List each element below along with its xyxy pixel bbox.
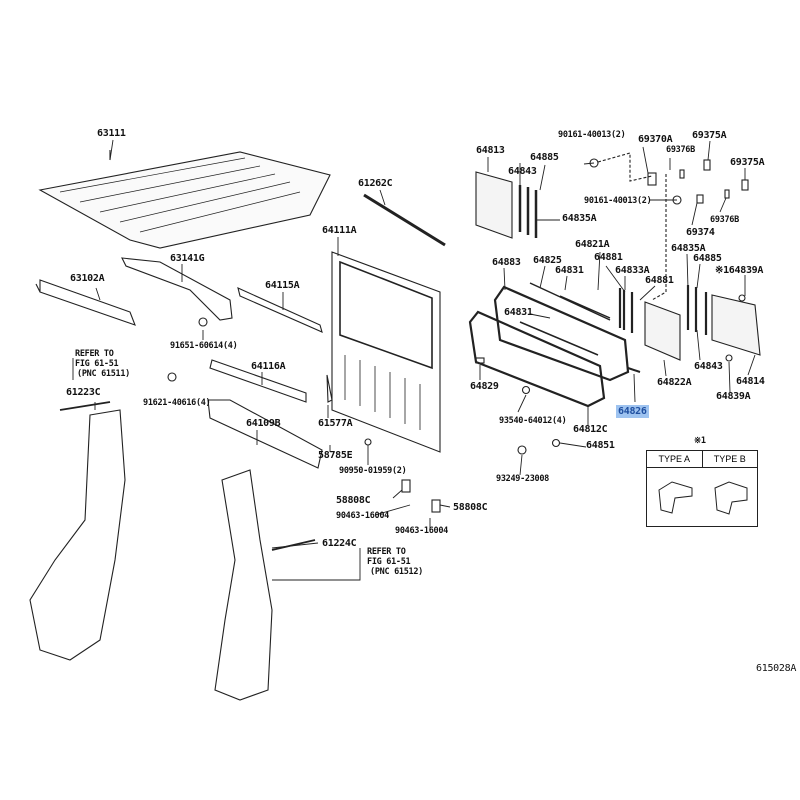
label-63102A[interactable]: 63102A — [70, 273, 105, 284]
refer-left-line2: FIG 61-51 — [75, 359, 119, 369]
label-64826-selected[interactable]: 64826 — [616, 405, 649, 418]
bracket-part[interactable] — [326, 374, 333, 403]
bolt-a-icon — [198, 317, 208, 327]
upper-rail-2-part[interactable] — [209, 359, 307, 403]
roof-part[interactable] — [38, 150, 331, 249]
bolt-b-icon — [167, 372, 177, 382]
label-61262C[interactable]: 61262C — [358, 178, 393, 189]
type-a-clip-icon — [658, 481, 693, 514]
hinge-right-icon — [431, 499, 441, 513]
label-58808C-right[interactable]: 58808C — [453, 502, 488, 513]
label-64835A-left[interactable]: 64835A — [562, 213, 597, 224]
back-panel-part[interactable] — [331, 251, 441, 453]
label-64881-1[interactable]: 64881 — [594, 252, 623, 263]
plug-icon — [364, 438, 372, 446]
refer-right-line2: FIG 61-51 — [367, 557, 411, 567]
label-69376B-1[interactable]: 69376B — [666, 145, 695, 155]
pillar-left-part[interactable] — [29, 401, 126, 661]
label-64812C[interactable]: 64812C — [573, 424, 608, 435]
type-variant-icons — [658, 481, 748, 515]
label-90161-40013-top[interactable]: 90161-40013(2) — [558, 130, 626, 140]
refer-left-line3[interactable]: (PNC 61511) — [77, 369, 130, 379]
type-variants-box: TYPE A TYPE B — [646, 450, 758, 527]
label-69375A-2[interactable]: 69375A — [730, 157, 765, 168]
type-b-label: TYPE B — [701, 451, 758, 467]
label-64115A[interactable]: 64115A — [265, 280, 300, 291]
label-64881-2[interactable]: 64881 — [645, 275, 674, 286]
leader-lines — [72, 139, 756, 581]
refer-right-line1: REFER TO — [367, 547, 406, 557]
label-64822A[interactable]: 64822A — [657, 377, 692, 388]
label-64843-left[interactable]: 64843 — [508, 166, 537, 177]
label-64843-right[interactable]: 64843 — [694, 361, 723, 372]
label-69375A-1[interactable]: 69375A — [692, 130, 727, 141]
label-69374[interactable]: 69374 — [686, 227, 715, 238]
label-91651-60614[interactable]: 91651-60614(4) — [170, 341, 238, 351]
label-64851[interactable]: 64851 — [586, 440, 615, 451]
label-63141G[interactable]: 63141G — [170, 253, 205, 264]
label-63111[interactable]: 63111 — [97, 128, 126, 139]
label-69370A[interactable]: 69370A — [638, 134, 673, 145]
label-69376B-2[interactable]: 69376B — [710, 215, 739, 225]
refer-left-line1: REFER TO — [75, 349, 114, 359]
label-58808C-left[interactable]: 58808C — [336, 495, 371, 506]
diagram-id: 615028A — [756, 663, 797, 674]
label-64833A[interactable]: 64833A — [615, 265, 650, 276]
label-58785E[interactable]: 58785E — [318, 450, 353, 461]
label-91621-40616[interactable]: 91621-40616(4) — [143, 398, 211, 408]
label-93249-23008[interactable]: 93249-23008 — [496, 474, 549, 484]
refer-right-line3[interactable]: (PNC 61512) — [370, 567, 423, 577]
label-61223C[interactable]: 61223C — [66, 387, 101, 398]
label-64825[interactable]: 64825 — [533, 255, 562, 266]
hinge-left-icon — [401, 479, 411, 493]
label-64111A[interactable]: 64111A — [322, 225, 357, 236]
label-64814[interactable]: 64814 — [736, 376, 765, 387]
pillar-right-part[interactable] — [214, 469, 316, 701]
type-a-label: TYPE A — [658, 454, 690, 464]
glass-left-part[interactable] — [475, 171, 538, 239]
label-90950-01959[interactable]: 90950-01959(2) — [339, 466, 407, 476]
label-93540-64012[interactable]: 93540-64012(4) — [499, 416, 567, 426]
label-64109B[interactable]: 64109B — [246, 418, 281, 429]
label-64831-1[interactable]: 64831 — [555, 265, 584, 276]
label-64821A[interactable]: 64821A — [575, 239, 610, 250]
label-61577A[interactable]: 61577A — [318, 418, 353, 429]
label-64116A[interactable]: 64116A — [251, 361, 286, 372]
roof-rail-part[interactable] — [35, 257, 233, 326]
label-64839A-top[interactable]: ※164839A — [715, 265, 764, 276]
note-mark: ※1 — [694, 436, 706, 446]
type-b-clip-icon — [714, 481, 748, 515]
label-64829[interactable]: 64829 — [470, 381, 499, 392]
label-64883[interactable]: 64883 — [492, 257, 521, 268]
label-90463-16004-left[interactable]: 90463-16004 — [336, 511, 389, 521]
label-64831-2[interactable]: 64831 — [504, 307, 533, 318]
label-64885-left[interactable]: 64885 — [530, 152, 559, 163]
label-64839A-bottom[interactable]: 64839A — [716, 391, 751, 402]
roof-drip-part[interactable] — [363, 193, 446, 247]
label-64885-right[interactable]: 64885 — [693, 253, 722, 264]
lower-rail-part[interactable] — [207, 399, 323, 469]
upper-rail-part[interactable] — [237, 287, 323, 333]
frame-part[interactable] — [468, 282, 761, 455]
label-64835A-right[interactable]: 64835A — [671, 243, 706, 254]
label-90463-16004-right[interactable]: 90463-16004 — [395, 526, 448, 536]
label-90161-40013-mid[interactable]: 90161-40013(2) — [584, 196, 652, 206]
label-61224C[interactable]: 61224C — [322, 538, 357, 549]
label-64813[interactable]: 64813 — [476, 145, 505, 156]
